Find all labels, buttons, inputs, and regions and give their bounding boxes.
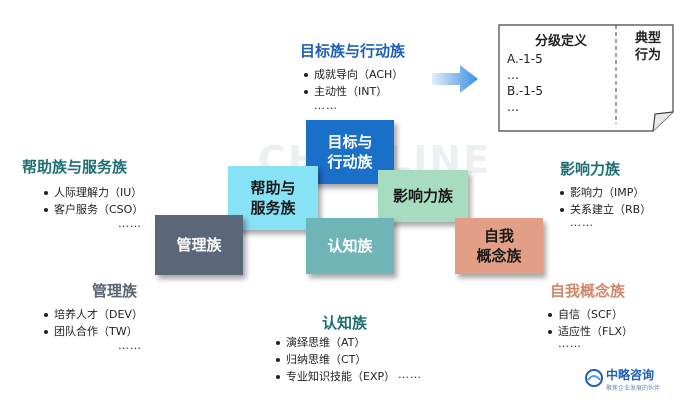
block-influence: 影响力族 <box>378 170 468 222</box>
target-group-title: 目标族与行动族 <box>300 42 406 60</box>
target-more: …… <box>314 99 338 112</box>
influence-group-title: 影响力族 <box>560 160 621 178</box>
list-item: 客户服务（CSO） <box>44 201 143 218</box>
target-group-list: 成就导向（ACH） 主动性（INT） <box>304 66 403 100</box>
self-group-list: 自信（SCF） 适应性（FLX） <box>548 306 633 340</box>
document-header-behavior-text: 典型 行为 <box>634 31 661 63</box>
list-item: 适应性（FLX） <box>548 323 633 340</box>
block-label: 影响力族 <box>392 187 453 205</box>
list-item: 主动性（INT） <box>304 83 403 100</box>
list-item: 培养人才（DEV） <box>44 306 143 323</box>
document-header-definition: 分级定义 <box>534 34 587 49</box>
block-label: 管理族 <box>176 236 222 254</box>
list-item: 人际理解力（IU） <box>44 184 143 201</box>
document-line: … <box>507 68 519 82</box>
self-group-title: 自我概念族 <box>550 282 626 300</box>
block-help-service: 帮助与 服务族 <box>228 166 318 230</box>
logo-mark-icon <box>585 369 603 387</box>
document-line: B.-1-5 <box>507 84 543 98</box>
list-item: 关系建立（RB） <box>560 201 651 218</box>
cognitive-more: …… <box>398 368 422 381</box>
influence-group-list: 影响力（IMP） 关系建立（RB） <box>560 184 651 218</box>
cognitive-group-title: 认知族 <box>322 314 368 332</box>
block-label: 自我 概念族 <box>476 227 522 265</box>
list-item: 演绎思维（AT） <box>276 334 395 351</box>
list-item: 影响力（IMP） <box>560 184 651 201</box>
list-item: 团队合作（TW） <box>44 323 143 340</box>
block-label: 目标与 行动族 <box>327 133 373 171</box>
block-label: 帮助与 服务族 <box>250 179 296 217</box>
logo-name: 中略咨询 <box>606 368 655 382</box>
definition-document: 分级定义 典型 行为 A.-1-5 … B.-1-5 … <box>498 24 674 132</box>
list-item: 归纳思维（CT） <box>276 351 395 368</box>
list-item: 成就导向（ACH） <box>304 66 403 83</box>
block-cognitive: 认知族 <box>306 218 394 274</box>
arrow-right-icon <box>432 65 478 93</box>
management-group-list: 培养人才（DEV） 团队合作（TW） <box>44 306 143 340</box>
block-management: 管理族 <box>155 215 243 275</box>
help-more: …… <box>118 217 142 230</box>
influence-more: …… <box>570 216 594 229</box>
help-group-title: 帮助族与服务族 <box>22 158 128 176</box>
document-frame <box>498 24 674 132</box>
management-more: …… <box>118 339 142 352</box>
block-self-concept: 自我 概念族 <box>455 218 543 274</box>
logo-subtitle: 聚焦企业发展的伙伴 <box>606 385 661 392</box>
list-item: 自信（SCF） <box>548 306 633 323</box>
list-item: 专业知识技能（EXP） <box>276 368 395 385</box>
help-group-list: 人际理解力（IU） 客户服务（CSO） <box>44 184 143 218</box>
company-logo: 中略咨询 聚焦企业发展的伙伴 <box>584 366 694 398</box>
cognitive-group-list: 演绎思维（AT） 归纳思维（CT） 专业知识技能（EXP） <box>276 334 395 385</box>
document-line: … <box>507 100 519 114</box>
document-line: A.-1-5 <box>507 52 543 66</box>
management-group-title: 管理族 <box>92 282 138 300</box>
self-more: …… <box>558 337 582 350</box>
block-label: 认知族 <box>327 237 373 255</box>
document-header-behavior: 典型 行为 <box>626 30 670 64</box>
